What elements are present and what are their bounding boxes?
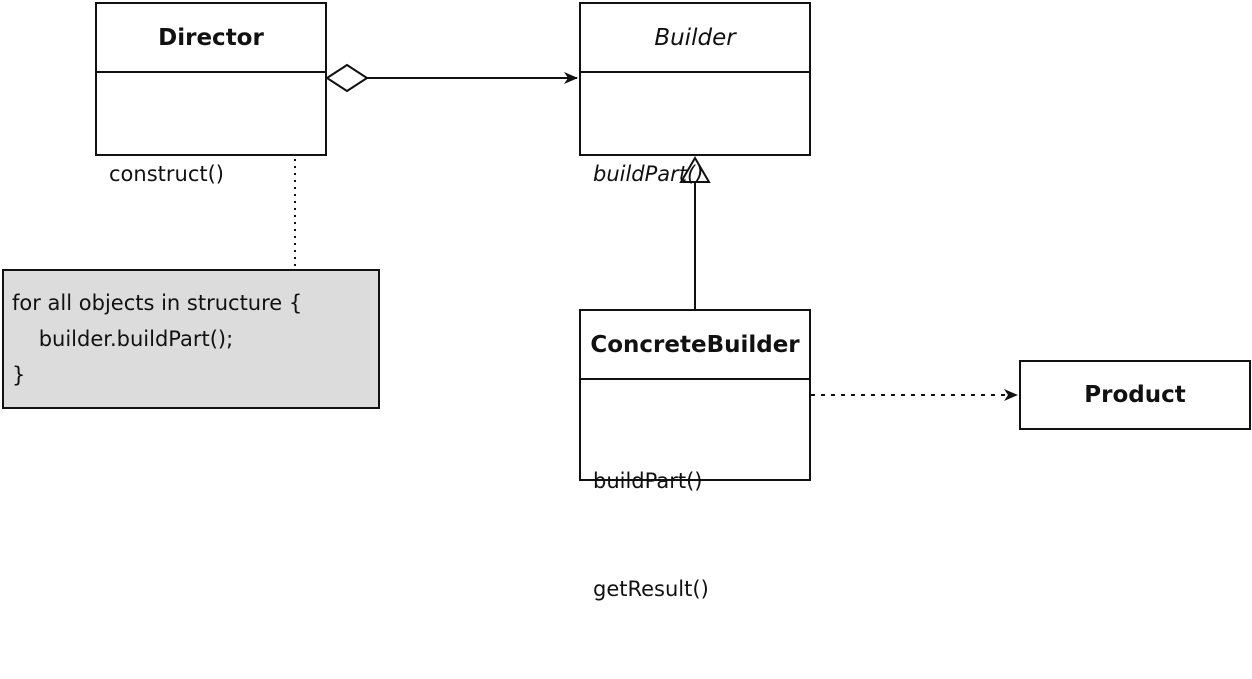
builder-operation-buildpart: buildPart() [593,162,704,186]
product-class[interactable]: Product [1019,360,1251,430]
note-line-2: builder.buildPart(); [12,327,234,351]
director-operations: construct() [109,84,224,264]
product-class-name: Product [1084,382,1186,408]
concrete-builder-operations: buildPart() getResult() [593,391,709,679]
director-class[interactable]: Director construct() [95,2,327,186]
builder-class-name: Builder [581,4,809,73]
director-operation-construct: construct() [109,162,224,186]
aggregation-diamond [325,63,369,93]
inheritance-triangle [679,156,711,183]
director-class-name: Director [97,4,325,73]
note-line-1: for all objects in structure { [12,291,303,315]
concrete-builder-class-name: ConcreteBuilder [581,311,809,380]
note-line-3: } [12,363,26,387]
builder-class[interactable]: Builder buildPart() [579,2,811,186]
builder-operations: buildPart() [593,84,703,264]
concrete-builder-operation-getresult: getResult() [593,577,709,601]
concrete-builder-operation-buildpart: buildPart() [593,469,703,493]
concrete-builder-class[interactable]: ConcreteBuilder buildPart() getResult() [579,309,811,601]
construct-note[interactable]: for all objects in structure { builder.b… [2,269,380,409]
